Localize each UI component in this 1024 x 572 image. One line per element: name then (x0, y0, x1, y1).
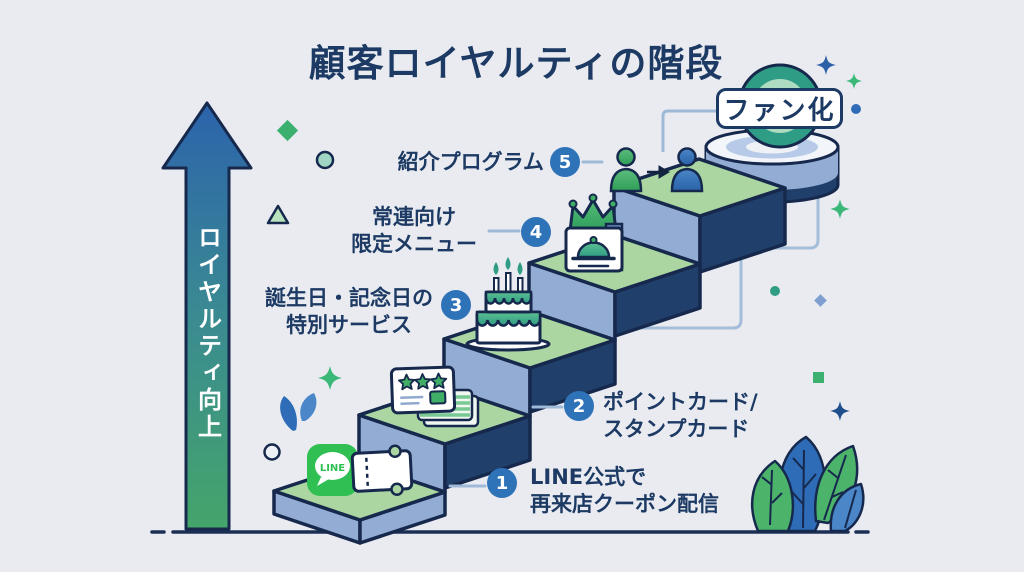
blue-dot-icon (851, 104, 861, 114)
stamp-card-icon (389, 365, 480, 428)
green-square-icon (813, 372, 824, 383)
exclusive-menu-icon (564, 193, 624, 273)
step-5-number-badge: 5 (550, 147, 580, 177)
blue-sparkle-icon (830, 401, 850, 421)
loyalty-axis-label: ロイヤルティ向上 (193, 225, 222, 441)
green-triangle-icon (266, 204, 290, 225)
step-connectors (448, 160, 604, 488)
step-2-label: ポイントカード/ スタンプカード (603, 390, 758, 442)
plant-leaves-icon (751, 435, 865, 533)
teal-circle-icon (315, 150, 335, 170)
green-dot-icon (770, 286, 780, 296)
green-sparkle-icon (318, 366, 342, 390)
cloche-icon (571, 236, 616, 268)
line-coupon-icon: LINE (307, 444, 414, 496)
blue-sparkle-icon (816, 55, 836, 75)
step-1-label: LINE公式で 再来店クーポン配信 (530, 465, 719, 517)
page-title: 顧客ロイヤルティの階段 (308, 42, 724, 85)
step-5-label: 紹介プログラム (397, 150, 544, 174)
candle-flames (493, 257, 523, 275)
referral-people-icon (609, 147, 704, 193)
blue-petal-icon (280, 396, 297, 431)
connector-badge-line (661, 109, 716, 152)
white-circle-icon (263, 443, 281, 461)
goal-badge: ファン化 (716, 88, 843, 129)
coupon-ticket-icon (350, 444, 414, 496)
line-app-icon: LINE (307, 444, 358, 496)
line-logo-text: LINE (320, 463, 345, 474)
step-2-number-badge: 2 (564, 391, 594, 421)
step-3-number-badge: 3 (441, 290, 471, 320)
blue-petal-icon (300, 393, 317, 421)
step-4-label: 常連向け 限定メニュー (351, 205, 477, 257)
birthday-cake-icon (465, 257, 551, 352)
step-4-number-badge: 4 (521, 217, 551, 247)
blue-diamond-icon (814, 294, 827, 307)
step-3-label: 誕生日・記念日の 特別サービス (265, 286, 433, 338)
star-icons (398, 372, 448, 391)
green-diamond-icon (276, 119, 299, 142)
step-1-number-badge: 1 (487, 468, 517, 498)
referral-arrow-icon (647, 165, 670, 179)
green-sparkle-icon (846, 73, 862, 89)
loyalty-axis-arrow (161, 101, 253, 531)
goal-badge-label: ファン化 (723, 96, 836, 126)
green-sparkle-icon (830, 199, 850, 219)
